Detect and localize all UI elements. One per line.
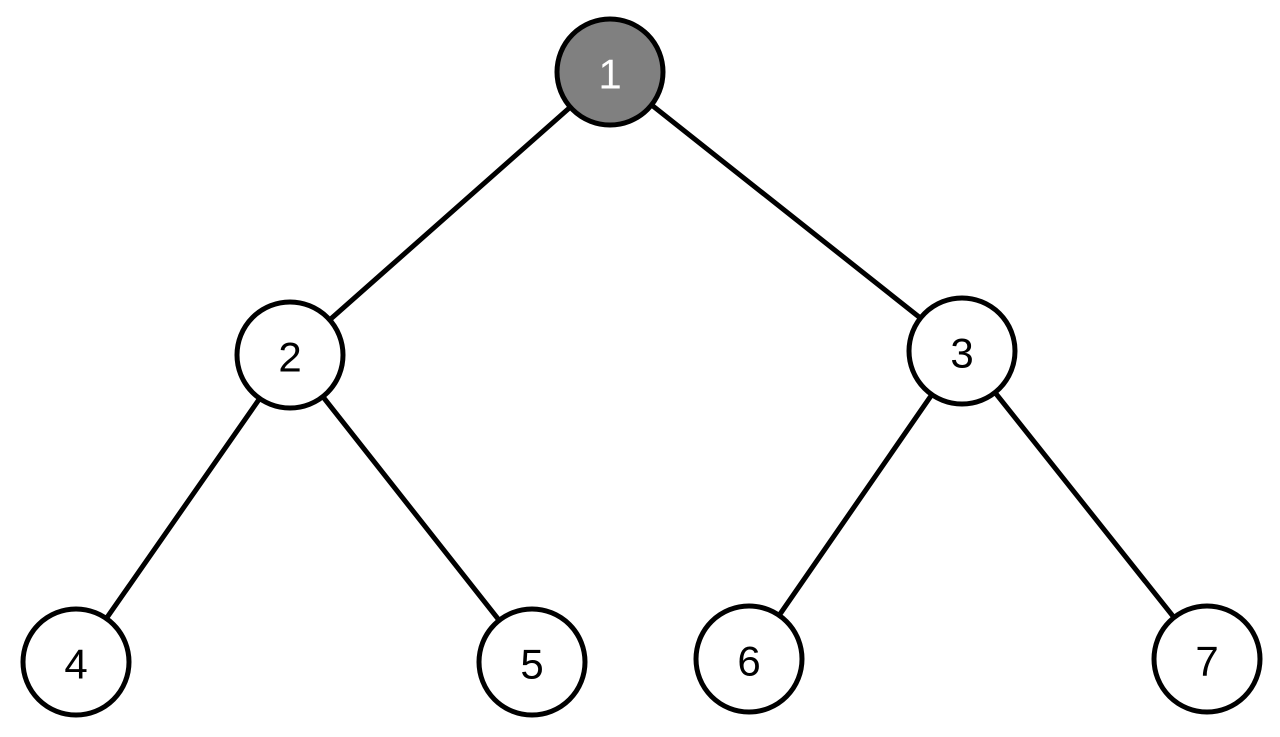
node-label-6: 6 xyxy=(737,638,760,685)
node-circle-3 xyxy=(906,295,1018,407)
tree-node-6: 6 xyxy=(693,603,805,715)
node-label-5: 5 xyxy=(520,641,543,688)
node-label-7: 7 xyxy=(1195,638,1218,685)
edge-3-7 xyxy=(959,348,1210,662)
node-circle-2 xyxy=(234,299,346,411)
edge-3-6 xyxy=(746,348,965,662)
node-circle-6 xyxy=(693,603,805,715)
tree-node-5: 5 xyxy=(476,606,588,718)
node-label-3: 3 xyxy=(950,330,973,377)
tree-node-7: 7 xyxy=(1151,603,1263,715)
node-label-2: 2 xyxy=(278,334,301,381)
node-circle-5 xyxy=(476,606,588,718)
edge-2-5 xyxy=(287,352,535,665)
node-circle-4 xyxy=(20,606,132,718)
node-circle-7 xyxy=(1151,603,1263,715)
edge-1-3 xyxy=(607,69,965,354)
edge-1-2 xyxy=(287,69,613,358)
edges-layer xyxy=(73,69,1210,665)
tree-node-2: 2 xyxy=(234,299,346,411)
node-label-1: 1 xyxy=(598,51,621,98)
tree-node-1: 1 xyxy=(554,16,666,128)
tree-node-4: 4 xyxy=(20,606,132,718)
node-label-4: 4 xyxy=(64,641,87,688)
node-circle-1 xyxy=(554,16,666,128)
edge-2-4 xyxy=(73,352,293,665)
tree-node-3: 3 xyxy=(906,295,1018,407)
nodes-layer: 1 2 3 4 5 6 7 xyxy=(20,16,1263,718)
